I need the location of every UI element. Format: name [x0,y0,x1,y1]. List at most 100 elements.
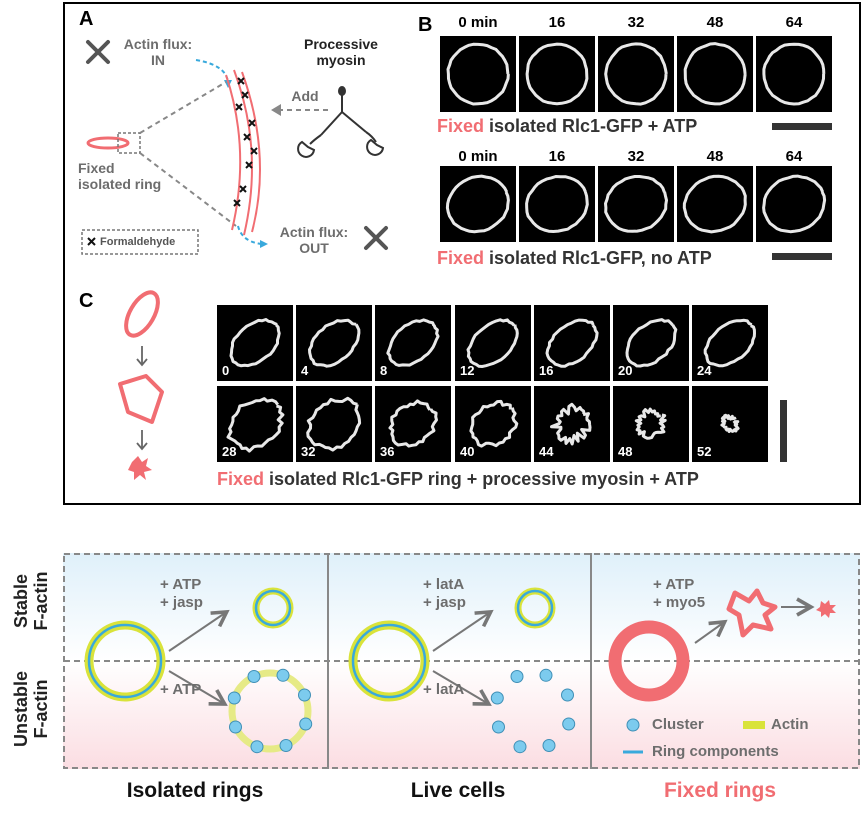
row-label-unstable-line2: F-actin [31,679,51,739]
micrograph-tile: 4 [296,305,372,381]
fixed-word: Fixed [217,469,265,489]
micrograph-tile [756,36,832,112]
time-label: 52 [697,444,712,459]
micrograph-tile [677,36,753,112]
live-cells-clusters [490,668,576,754]
time-label: 48 [618,444,633,459]
micrograph-tile [598,36,674,112]
live-top-treatment: + latA + jasp [423,576,466,612]
micrograph-tile: 36 [375,386,451,462]
time-label: 40 [460,444,475,459]
cluster-dot [229,720,242,734]
time-label: 32 [627,14,645,31]
time-label: 8 [380,363,388,378]
scale-bar [772,253,832,260]
caption-text: isolated Rlc1-GFP + ATP [484,116,698,136]
time-label: 48 [706,14,724,31]
caption-text: isolated Rlc1-GFP ring + processive myos… [264,469,699,489]
formaldehyde-legend-label: Formaldehyde [100,236,176,248]
panel-c-caption: Fixed isolated Rlc1-GFP ring + processiv… [217,469,699,490]
legend-ring-components-label: Ring components [652,743,779,760]
processive-myosin-icon [297,86,385,158]
blocked-x-icon [86,40,110,64]
time-label: 16 [548,14,566,31]
time-label: 28 [222,444,237,459]
add-label: Add [291,88,319,104]
time-label: 24 [697,363,712,378]
micrograph-tile: 32 [296,386,372,462]
actin-flux-out-line1: Actin flux: [279,224,349,240]
treatment-line: + myo5 [653,594,706,611]
micrograph-tile: 20 [613,305,689,381]
micrograph-tile [440,36,516,112]
treatment-line: + ATP [653,576,695,593]
legend-cluster-label: Cluster [652,716,704,733]
cluster-dot [276,668,290,682]
cluster-dot [490,691,504,705]
caption-text: isolated Rlc1-GFP, no ATP [484,248,712,268]
time-label: 32 [301,444,316,459]
row-label-unstable: Unstable F-actin [11,661,53,757]
time-label: 64 [785,14,803,31]
panel-b-row2-caption: Fixed isolated Rlc1-GFP, no ATP [437,248,712,269]
time-label: 20 [618,363,633,378]
time-label: 32 [627,148,645,165]
cluster-dot [299,717,313,731]
time-label: 0 [222,363,230,378]
micrograph-tile: 0 [217,305,293,381]
model-diagram [63,553,860,769]
actin-flux-in-label: Actin flux: IN [112,36,204,68]
isolated-top-treatment: + ATP + jasp [160,576,203,612]
cluster-dot [247,670,261,683]
panel-b-row1-caption: Fixed isolated Rlc1-GFP + ATP [437,116,697,137]
time-label: 4 [301,363,309,378]
micrograph-tile: 24 [692,305,768,381]
isolated-rings-model [84,587,312,753]
column-title-isolated: Isolated rings [126,779,264,802]
cluster-dot [539,668,553,682]
panel-c-shape-progression [118,290,164,480]
micrograph-tile: 28 [217,386,293,462]
row-label-stable: Stable F-actin [11,559,53,643]
live-cells-model [348,587,556,706]
time-label: 12 [460,363,475,378]
actin-flux-in-line2: IN [151,52,165,68]
fixed-isolated-ring-line2: isolated ring [78,176,162,192]
row-label-unstable-line1: Unstable [11,670,31,748]
treatment-line: + ATP [160,576,202,593]
row-label-stable-line2: F-actin [31,571,51,631]
fixed-top-treatment: + ATP + myo5 [653,576,705,612]
treatment-line: + latA [423,576,465,593]
fixed-word: Fixed [437,116,485,136]
time-label: 16 [539,363,554,378]
micrograph-tile [519,166,595,242]
cluster-dot [250,740,264,754]
micrograph-tile: 12 [455,305,531,381]
column-title-fixed: Fixed rings [663,779,777,802]
fixed-isolated-ring-line1: Fixed [78,160,115,176]
processive-myosin-line1: Processive [304,36,378,52]
fixed-isolated-ring-label: Fixed isolated ring [78,160,178,192]
fixed-rings-model [608,588,836,702]
cluster-dot [510,670,524,683]
cluster-dot [279,739,293,752]
micrograph-tile [756,166,832,242]
time-label: 44 [539,444,554,459]
legend-graphics [623,718,765,754]
micrograph-tile: 40 [455,386,531,462]
row-label-stable-line1: Stable [11,573,31,629]
time-label: 36 [380,444,395,459]
blocked-x-icon [364,226,388,250]
actin-flux-in-line1: Actin flux: [123,36,193,52]
fixed-word: Fixed [437,248,485,268]
micrograph-tile: 16 [534,305,610,381]
micrograph-tile [519,36,595,112]
scale-bar [780,400,787,462]
cluster-dot [298,688,311,702]
cluster-dot [227,691,241,705]
time-label: 16 [548,148,566,165]
treatment-line: + jasp [160,594,203,611]
isolated-rings-clusters [227,668,313,754]
legend-actin-label: Actin [771,716,809,733]
processive-myosin-label: Processive myosin [290,36,392,68]
